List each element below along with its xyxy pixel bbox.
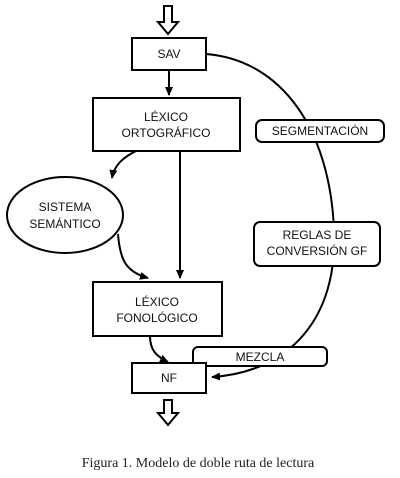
output-arrow-icon <box>155 399 181 427</box>
input-arrow-icon <box>155 5 181 36</box>
lexico-ortografico-line1: LÉXICO <box>144 109 188 124</box>
edge-semantico-fonologico <box>117 233 149 280</box>
lexico-ortografico-node: LÉXICO ORTOGRÁFICO <box>92 97 241 152</box>
sistema-semantico-line2: SEMÁNTICO <box>29 216 100 231</box>
edge-fonologico-nf <box>149 335 169 363</box>
sav-node: SAV <box>131 37 207 71</box>
segmentacion-label: SEGMENTACIÓN <box>272 123 368 138</box>
sav-label: SAV <box>157 47 180 61</box>
reglas-conversion-line1: REGLAS DE <box>283 228 352 242</box>
figure-caption: Figura 1. Modelo de doble ruta de lectur… <box>82 456 315 471</box>
reglas-conversion-line2: CONVERSIÓN GF <box>267 243 368 258</box>
lexico-ortografico-line2: ORTOGRÁFICO <box>122 125 211 140</box>
mezcla-label: MEZCLA <box>236 350 285 364</box>
lexico-fonologico-node: LÉXICO FONOLÓGICO <box>92 281 223 337</box>
sistema-semantico-node: SISTEMA SEMÁNTICO <box>6 176 124 254</box>
edge-ortografico-semantico <box>109 150 137 179</box>
nf-label: NF <box>161 371 177 385</box>
segmentacion-node: SEGMENTACIÓN <box>255 119 385 143</box>
lexico-fonologico-line1: LÉXICO <box>135 294 179 309</box>
lexico-fonologico-line2: FONOLÓGICO <box>116 310 197 325</box>
reglas-conversion-node: REGLAS DE CONVERSIÓN GF <box>253 221 381 267</box>
sistema-semantico-line1: SISTEMA <box>39 200 92 214</box>
nf-node: NF <box>131 362 207 394</box>
mezcla-node: MEZCLA <box>192 346 328 367</box>
